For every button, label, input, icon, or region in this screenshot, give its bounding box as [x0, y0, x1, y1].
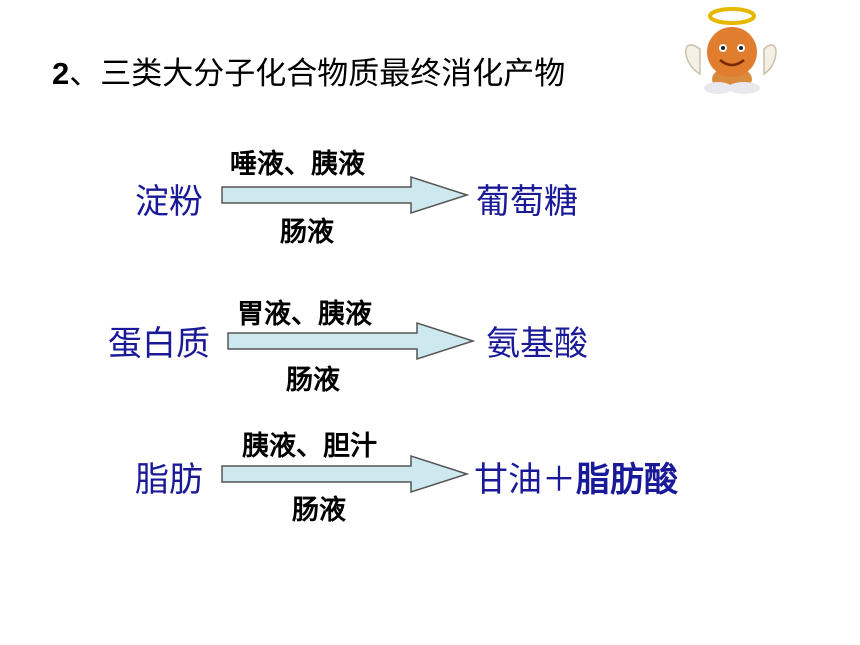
arrow-3: [221, 454, 470, 494]
enzymes-top-1: 唾液、胰液: [230, 149, 365, 180]
arrow-2: [227, 321, 476, 361]
enzymes-bottom-2: 肠液: [286, 365, 340, 396]
substrate-fat: 脂肪: [135, 460, 203, 500]
substrate-protein: 蛋白质: [108, 324, 210, 364]
product-glycerol-fatty-acids: 甘油＋脂肪酸: [474, 452, 678, 501]
angel-icon: [685, 7, 777, 94]
product-text-1: 葡萄糖: [476, 182, 578, 222]
enzymes-top-3: 胰液、胆汁: [242, 431, 377, 462]
title-text: 、三类大分子化合物质最终消化产物: [69, 56, 566, 92]
enzymes-bottom-1: 肠液: [280, 217, 334, 248]
product-text-2: 氨基酸: [486, 324, 588, 364]
arrow-1: [221, 175, 470, 215]
enzymes-bottom-3: 肠液: [292, 495, 346, 526]
enzymes-top-2: 胃液、胰液: [237, 299, 372, 330]
slide-title: 2、三类大分子化合物质最终消化产物: [52, 48, 565, 93]
product-bold-3: 脂肪酸: [576, 460, 678, 500]
product-glucose: 葡萄糖: [476, 174, 578, 223]
title-number: 2: [52, 56, 70, 91]
substrate-starch: 淀粉: [135, 182, 203, 222]
product-amino-acids: 氨基酸: [486, 316, 588, 365]
product-text-3: 甘油＋: [474, 460, 576, 500]
